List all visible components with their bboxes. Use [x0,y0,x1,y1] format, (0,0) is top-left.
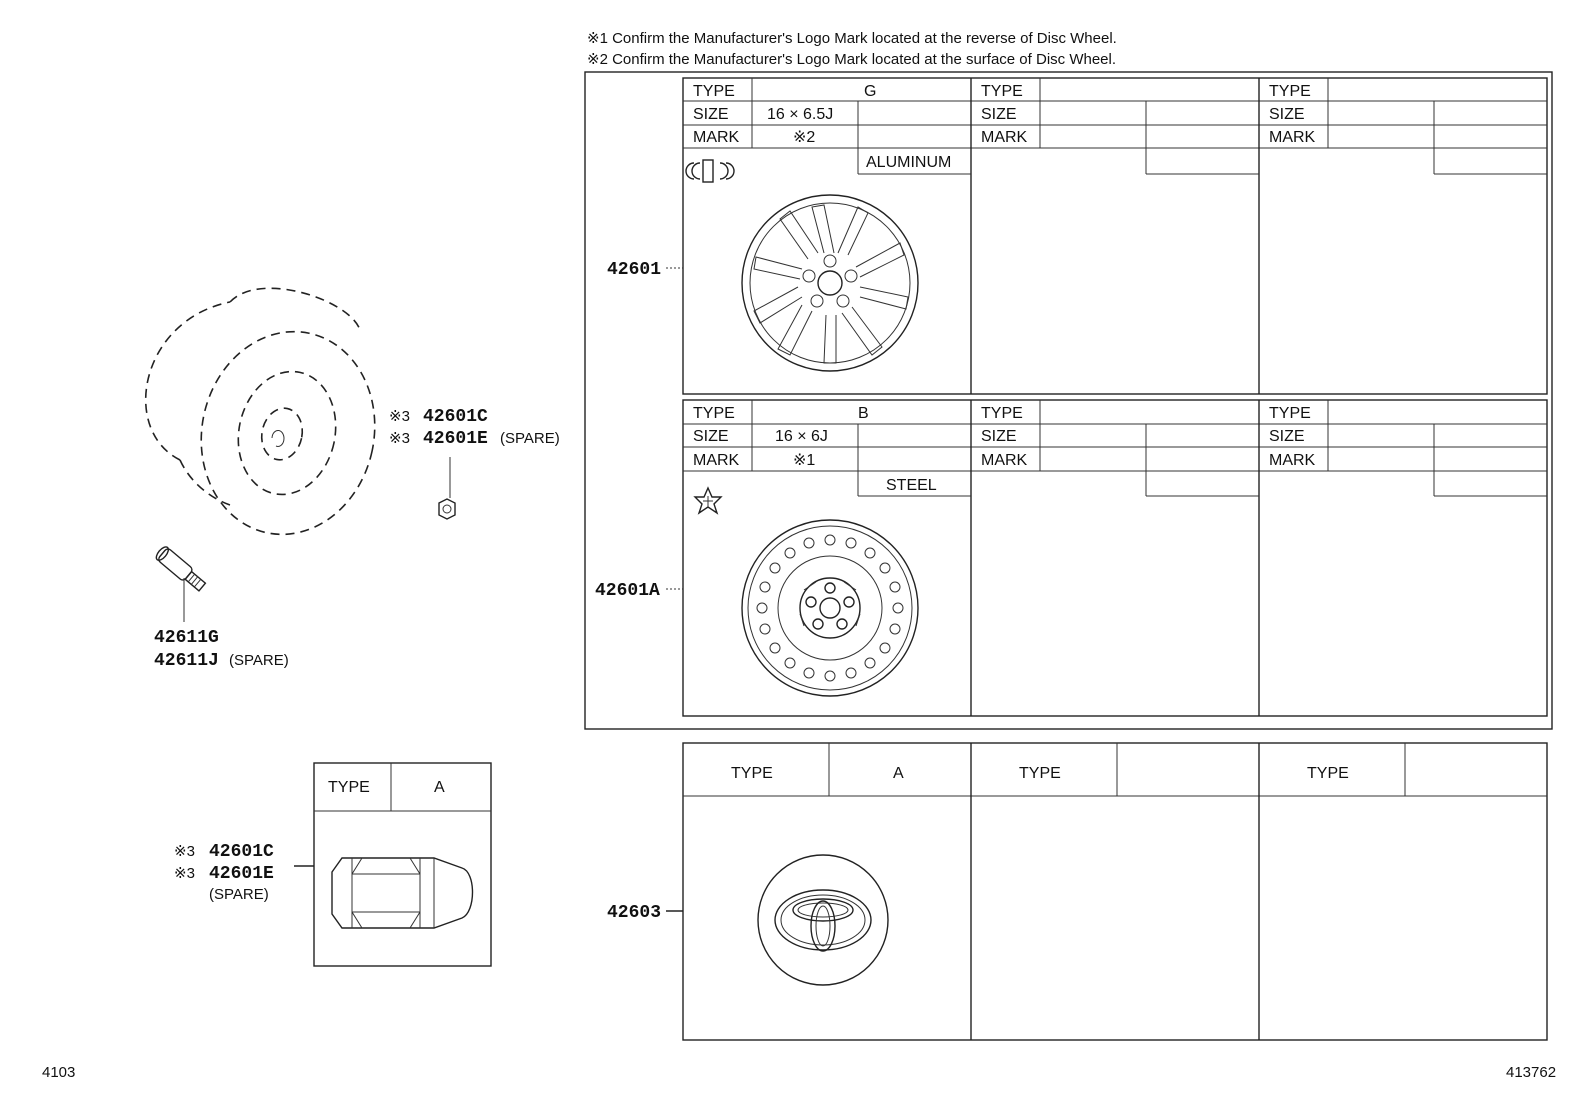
part-number-42601e-bottom: 42601E [209,864,274,884]
steel-col2-size-label: SIZE [981,428,1017,445]
alu-mark-value: ※2 [793,129,815,146]
alu-col2-type-label: TYPE [981,83,1023,100]
mark3-nut-c-bottom: ※3 [174,843,195,860]
steel-size-value: 16 × 6J [775,428,828,445]
table-hub-nut: TYPE A [313,762,492,967]
steel-size-label: SIZE [693,428,729,445]
alu-col2-size-label: SIZE [981,106,1017,123]
nut-type-value: A [434,779,445,796]
steel-type-label: TYPE [693,405,735,422]
alu-type-value: G [864,83,876,100]
steel-type-value: B [858,405,869,422]
ornament-col3-type-label: TYPE [1307,765,1349,782]
part-number-42611j: 42611J [154,651,219,671]
alu-col2-mark-label: MARK [981,129,1028,146]
valve-stem-icon [155,546,207,592]
alu-type-label: TYPE [693,83,735,100]
mark3-nut-e-bottom: ※3 [174,865,195,882]
alu-col3-mark-label: MARK [1269,129,1316,146]
steel-col3-mark-label: MARK [1269,452,1316,469]
part-number-42601c-bottom: 42601C [209,842,274,862]
mark3-nut-e: ※3 [389,430,410,447]
part-number-42601e-top: 42601E [423,429,488,449]
alu-col3-type-label: TYPE [1269,83,1311,100]
manufacturer-logo-icon [685,159,735,183]
ornament-type-label: TYPE [731,765,773,782]
part-number-42601c-top: 42601C [423,407,488,427]
alu-mark-label: MARK [693,129,740,146]
ornament-col2-type-label: TYPE [1019,765,1061,782]
table-aluminum-wheel: TYPE G SIZE 16 × 6.5J MARK ※2 ALUMINUM T… [682,77,1548,395]
alu-material: ALUMINUM [866,154,951,171]
hub-nut-small-icon [438,498,456,520]
label-spare-nut-top: (SPARE) [500,430,560,447]
tire-assembly-icon [145,287,376,536]
steel-material: STEEL [886,477,937,494]
label-spare-valve: (SPARE) [229,652,289,669]
toyota-emblem-icon [757,854,889,986]
alu-size-label: SIZE [693,106,729,123]
alu-size-value: 16 × 6.5J [767,106,833,123]
steel-col3-size-label: SIZE [1269,428,1305,445]
footer-right-code: 413762 [1506,1064,1556,1081]
footer-left-code: 4103 [42,1064,75,1081]
table-steel-wheel: TYPE B SIZE 16 × 6J MARK ※1 STEEL TYPE S… [682,399,1548,717]
part-number-42601a: 42601A [595,581,660,601]
mark3-nut-c: ※3 [389,408,410,425]
star-logo-icon [693,486,723,515]
wheel-table-frame [584,71,1553,730]
nut-type-label: TYPE [328,779,370,796]
part-number-42611g: 42611G [154,628,219,648]
table-ornament: TYPE A TYPE TYPE [682,742,1548,1041]
alu-col3-size-label: SIZE [1269,106,1305,123]
steel-mark-label: MARK [693,452,740,469]
steel-col2-mark-label: MARK [981,452,1028,469]
note-1: ※1 Confirm the Manufacturer's Logo Mark … [587,30,1117,47]
steel-wheel-icon [741,519,919,697]
note-2: ※2 Confirm the Manufacturer's Logo Mark … [587,51,1116,68]
steel-col3-type-label: TYPE [1269,405,1311,422]
ornament-type-value: A [893,765,904,782]
steel-col2-type-label: TYPE [981,405,1023,422]
label-spare-nut-bottom: (SPARE) [209,886,269,903]
part-number-42601: 42601 [607,260,661,280]
hub-nut-icon [331,857,474,929]
aluminum-wheel-icon [741,194,919,372]
part-number-42603: 42603 [607,903,661,923]
steel-mark-value: ※1 [793,452,815,469]
